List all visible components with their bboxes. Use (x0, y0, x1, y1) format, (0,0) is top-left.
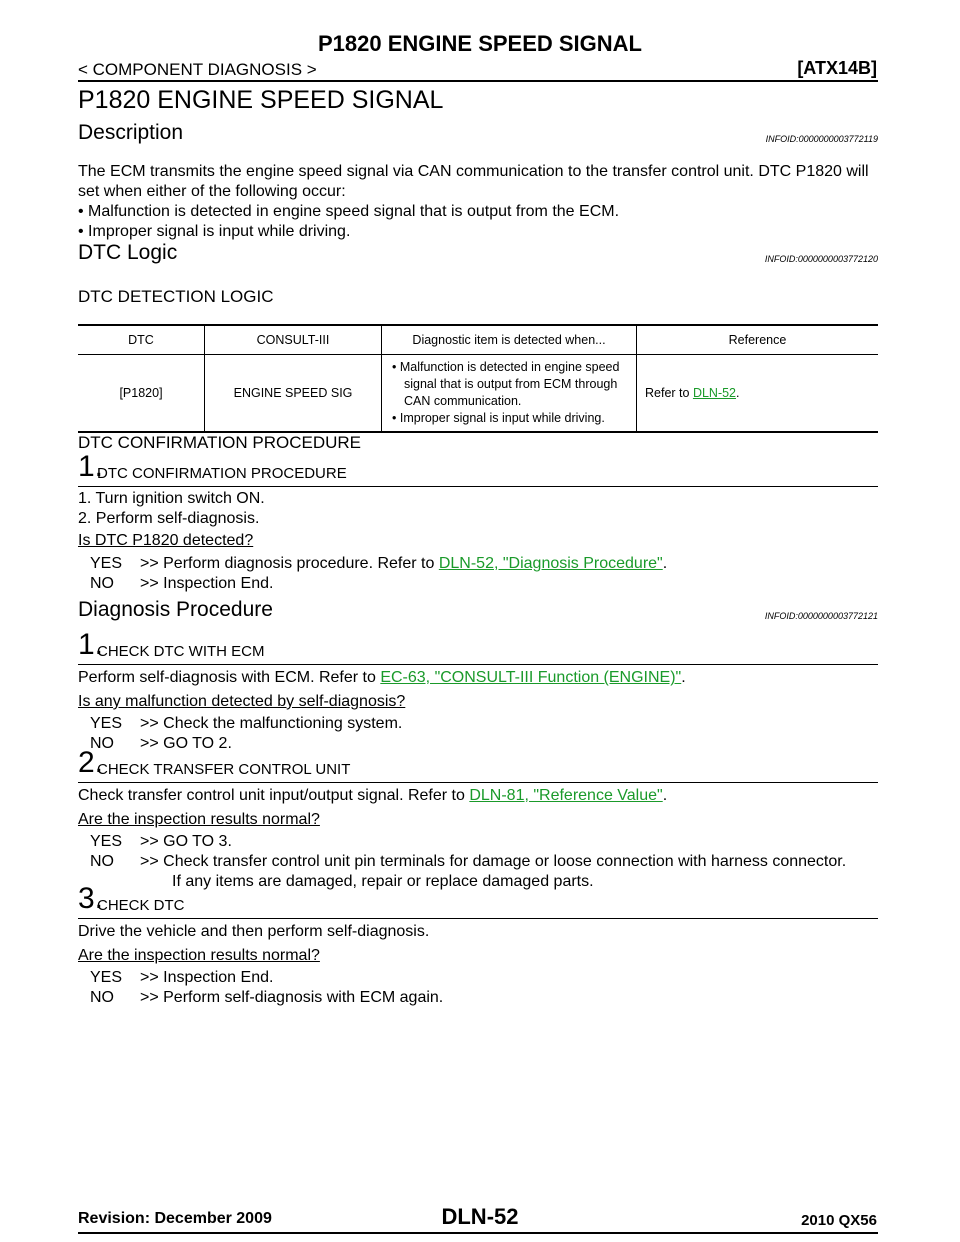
step-label: CHECK DTC WITH ECM (97, 643, 265, 660)
table-row: [P1820] ENGINE SPEED SIG • Malfunction i… (78, 354, 878, 433)
answer-no: NO>> Inspection End. (90, 575, 274, 592)
description-paragraph: The ECM transmits the engine speed signa… (78, 163, 869, 200)
col-header-consult: CONSULT-III (204, 324, 382, 355)
cell-dtc: [P1820] (78, 354, 205, 433)
reference-prefix: Refer to (645, 386, 693, 400)
cell-reference: Refer to DLN-52. (636, 354, 878, 433)
answer-no: NO>> Check transfer control unit pin ter… (90, 853, 847, 870)
col-header-reference: Reference (636, 324, 878, 355)
breadcrumb: < COMPONENT DIAGNOSIS > (78, 60, 317, 79)
cell-diagnostic-item: • Malfunction is detected in engine spee… (381, 354, 637, 433)
confirmation-lines: 1. Turn ignition switch ON. 2. Perform s… (78, 489, 878, 529)
ec-63-link[interactable]: EC-63, "CONSULT-III Function (ENGINE)" (380, 669, 682, 686)
dtc-detection-table: DTC CONSULT-III Diagnostic item is detec… (78, 324, 878, 433)
cell-consult: ENGINE SPEED SIG (204, 354, 382, 433)
description-bullet: • Malfunction is detected in engine spee… (78, 203, 620, 220)
dln-81-link[interactable]: DLN-81, "Reference Value" (469, 787, 663, 804)
footer-divider (78, 1232, 878, 1234)
confirmation-line: 2. Perform self-diagnosis. (78, 510, 260, 527)
step-label: DTC CONFIRMATION PROCEDURE (97, 465, 347, 482)
answer-yes: YES>> GO TO 3. (90, 833, 232, 850)
confirmation-line: 1. Turn ignition switch ON. (78, 490, 265, 507)
step-3-text: Drive the vehicle and then perform self-… (78, 923, 430, 940)
col-header-diagnostic-item: Diagnostic item is detected when... (381, 324, 637, 355)
step-3-answers: YES>> Inspection End. NO>> Perform self-… (90, 968, 443, 1008)
revision-date: Revision: December 2009 (78, 1210, 272, 1227)
step-1-text: Perform self-diagnosis with ECM. Refer t… (78, 669, 686, 686)
step-label: CHECK TRANSFER CONTROL UNIT (97, 761, 351, 778)
answer-no: NO>> GO TO 2. (90, 735, 232, 752)
answer-no-continued: If any items are damaged, repair or repl… (172, 873, 594, 890)
answer-yes: YES>> Check the malfunctioning system. (90, 715, 403, 732)
header-divider (78, 80, 878, 82)
description-heading: Description (78, 121, 184, 144)
confirmation-step-1: 1. DTC CONFIRMATION PROCEDURE (78, 450, 878, 487)
diagnosis-infoid: INFOID:0000000003772121 (764, 611, 878, 621)
diagnosis-step-1: 1. CHECK DTC WITH ECM (78, 628, 878, 665)
step-1-answers: YES>> Check the malfunctioning system. N… (90, 714, 402, 754)
reference-link[interactable]: DLN-52 (692, 386, 737, 400)
reference-suffix: . (736, 386, 740, 400)
step-2-answers: YES>> GO TO 3. NO>> Check transfer contr… (90, 832, 846, 892)
step-number: 3. (78, 882, 104, 915)
confirmation-answers: YES>> Perform diagnosis procedure. Refer… (90, 554, 667, 594)
dtc-logic-infoid: INFOID:0000000003772120 (764, 254, 878, 264)
diagnosis-heading: Diagnosis Procedure (78, 598, 273, 621)
table-header-row: DTC CONSULT-III Diagnostic item is detec… (78, 324, 878, 355)
diagnosis-step-2: 2. CHECK TRANSFER CONTROL UNIT (78, 746, 878, 783)
description-text: The ECM transmits the engine speed signa… (78, 162, 878, 242)
diagnosis-procedure-link[interactable]: DLN-52, "Diagnosis Procedure" (438, 555, 663, 572)
page-number: DLN-52 (441, 1204, 519, 1229)
step-number: 2. (78, 746, 104, 779)
dtc-confirmation-heading: DTC CONFIRMATION PROCEDURE (78, 433, 362, 452)
dtc-logic-heading: DTC Logic (78, 241, 178, 264)
section-code: [ATX14B] (797, 58, 877, 78)
step-label: CHECK DTC (97, 897, 185, 914)
step-2-question: Are the inspection results normal? (78, 811, 320, 828)
step-2-text: Check transfer control unit input/output… (78, 787, 668, 804)
step-number: 1. (78, 628, 104, 661)
step-3-question: Are the inspection results normal? (78, 947, 320, 964)
step-number: 1. (78, 450, 104, 483)
vehicle-model: 2010 QX56 (801, 1212, 877, 1229)
answer-no: NO>> Perform self-diagnosis with ECM aga… (90, 989, 444, 1006)
diagnostic-item-1: • Malfunction is detected in engine spee… (392, 360, 620, 408)
diagnostic-item-2: • Improper signal is input while driving… (392, 411, 605, 425)
description-infoid: INFOID:0000000003772119 (765, 134, 878, 144)
answer-yes: YES>> Inspection End. (90, 969, 274, 986)
col-header-dtc: DTC (78, 324, 205, 355)
description-bullet: • Improper signal is input while driving… (78, 223, 351, 240)
step-1-question: Is any malfunction detected by self-diag… (78, 693, 406, 710)
diagnosis-step-3: 3. CHECK DTC (78, 882, 878, 919)
dtc-detection-logic-heading: DTC DETECTION LOGIC (78, 287, 274, 306)
page-title: P1820 ENGINE SPEED SIGNAL (78, 86, 444, 114)
running-header-title: P1820 ENGINE SPEED SIGNAL (318, 31, 642, 56)
confirmation-question: Is DTC P1820 detected? (78, 532, 254, 549)
answer-yes: YES>> Perform diagnosis procedure. Refer… (90, 555, 668, 572)
